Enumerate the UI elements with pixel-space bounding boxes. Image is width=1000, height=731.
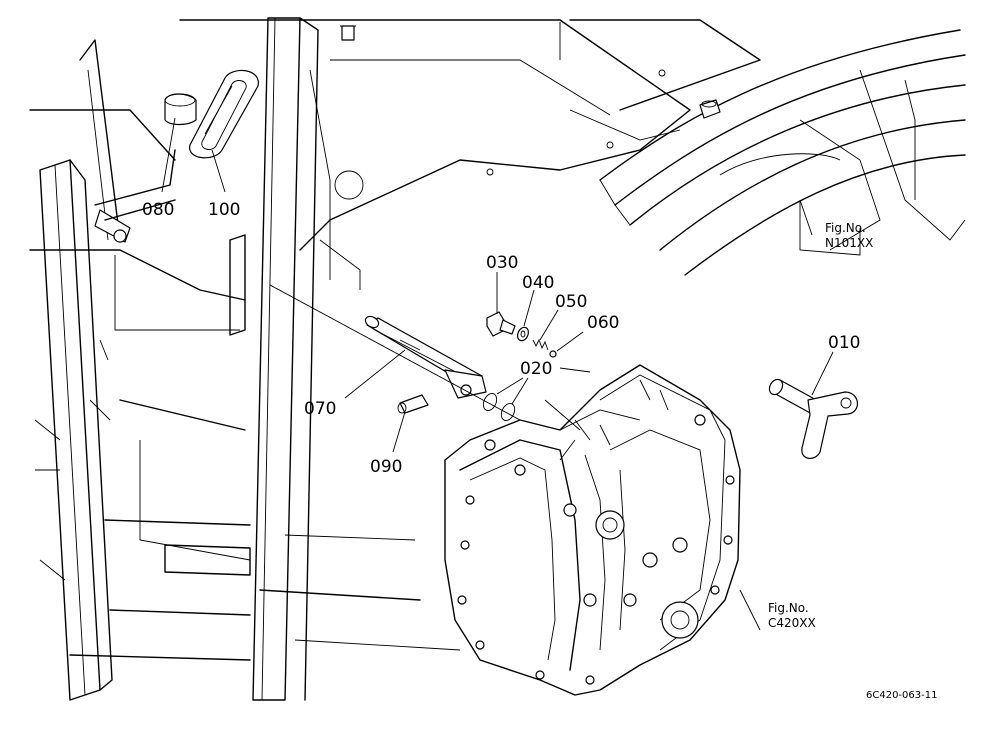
callout-080: 080 [142,200,174,220]
cabin-frame [29,17,966,701]
part-050-spring [532,338,549,351]
part-040-washer [516,326,530,342]
transmission-housing [444,364,741,696]
ref-frame-prefix: Fig.No. [825,221,866,235]
part-020-o-rings [482,393,516,421]
part-080-grommet [164,93,197,126]
part-030-plug [486,311,516,337]
callout-090: 090 [370,457,402,477]
callout-labels: 080 100 030 040 050 060 010 020 070 090 [142,200,860,477]
part-090-pin [397,394,429,414]
callout-100: 100 [208,200,240,220]
callout-040: 040 [522,273,554,293]
callout-050: 050 [555,292,587,312]
callout-030: 030 [486,253,518,273]
leader-lines [161,117,861,631]
drawing-id: 6C420-063-11 [866,690,937,701]
figure-references: Fig.No. N101XX Fig.No. C420XX [768,221,873,630]
part-010-shift-lever [768,378,858,459]
ref-frame-code: N101XX [825,236,873,250]
callout-010: 010 [828,333,860,353]
callout-070: 070 [304,399,336,419]
ref-housing-code: C420XX [768,616,816,630]
callout-060: 060 [587,313,619,333]
part-100-guide-plate [189,69,259,159]
ref-housing-prefix: Fig.No. [768,601,809,615]
callout-020: 020 [520,359,552,379]
part-060-ball [549,350,557,358]
part-070-shaft [364,315,487,399]
